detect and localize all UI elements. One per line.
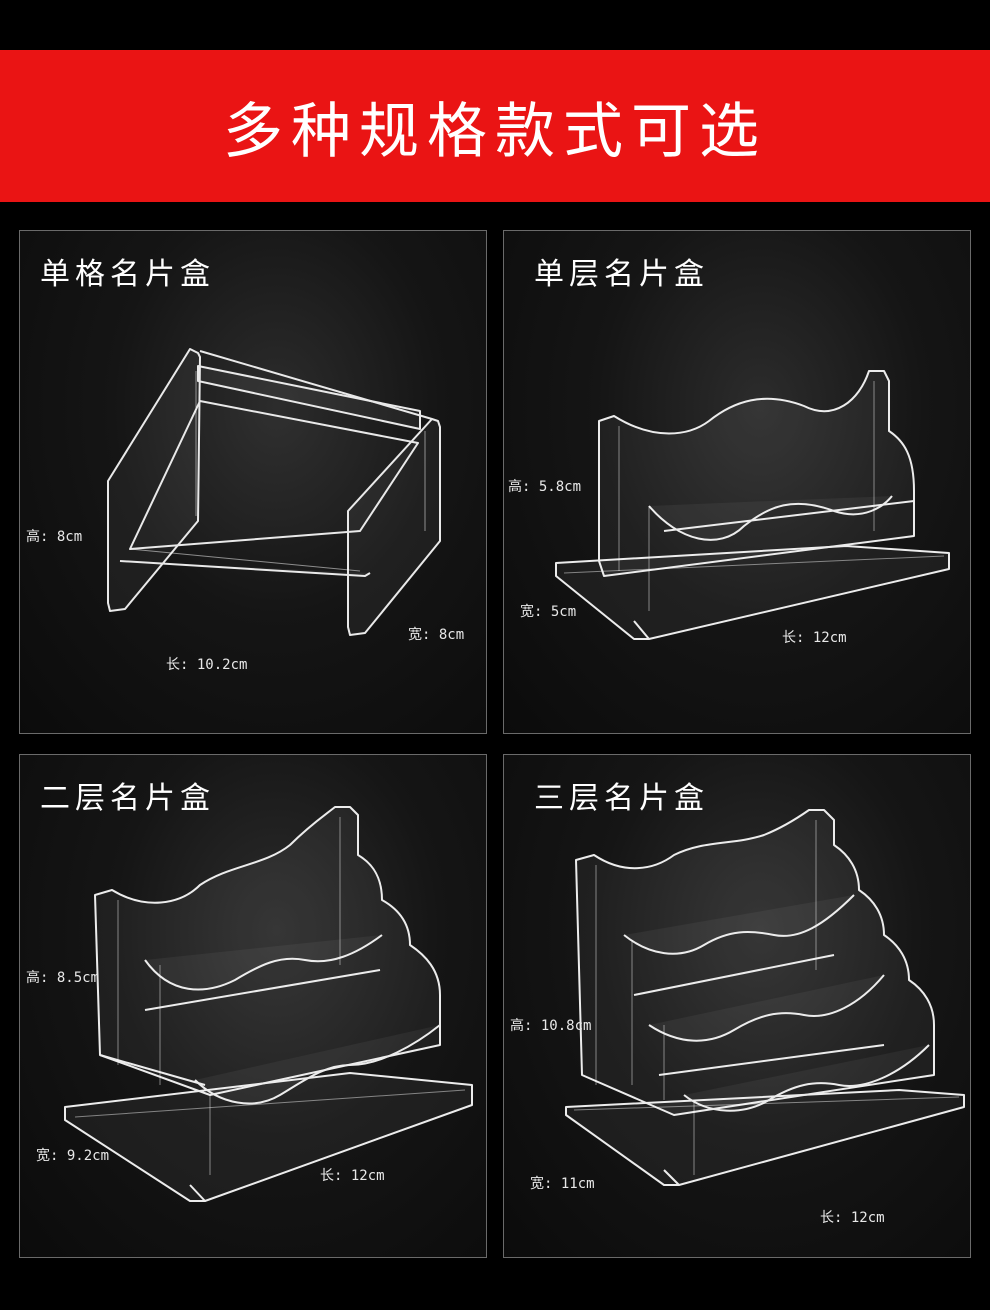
height-label: 高: 8cm [26,529,83,545]
header-banner: 多种规格款式可选 [0,50,990,202]
length-label: 长: 12cm [782,630,847,646]
width-label: 宽: 11cm [530,1176,595,1192]
panel-title: 单层名片盒 [534,257,709,292]
panel-title: 三层名片盒 [534,781,709,816]
three-tier-holder-image [565,809,965,1186]
single-compartment-holder-image [107,348,441,636]
height-label: 高: 10.8cm [510,1018,592,1034]
product-card-single-tier[interactable]: 单层名片盒 高: 5.8cm 宽: 5cm 长: 12cm [503,230,971,734]
product-card-single-compartment[interactable]: 单格名片盒 高: 8cm 宽: 8cm 长: 10.2cm [19,230,487,734]
length-label: 长: 12cm [820,1210,885,1226]
length-label: 长: 12cm [320,1168,385,1184]
two-tier-holder-image [64,806,473,1202]
panel-title: 二层名片盒 [40,781,215,816]
height-label: 高: 5.8cm [508,479,582,495]
width-label: 宽: 8cm [408,627,465,643]
width-label: 宽: 5cm [520,604,577,620]
product-card-three-tier[interactable]: 三层名片盒 高: 10.8cm 宽: 11cm 长: 12cm [503,754,971,1258]
height-label: 高: 8.5cm [26,970,100,986]
single-tier-holder-image [555,370,950,640]
panel-title: 单格名片盒 [40,257,215,292]
product-card-two-tier[interactable]: 二层名片盒 高: 8.5cm 宽: 9.2cm 长: 12cm [19,754,487,1258]
length-label: 长: 10.2cm [166,657,248,673]
width-label: 宽: 9.2cm [36,1148,110,1164]
banner-title: 多种规格款式可选 [223,96,767,167]
